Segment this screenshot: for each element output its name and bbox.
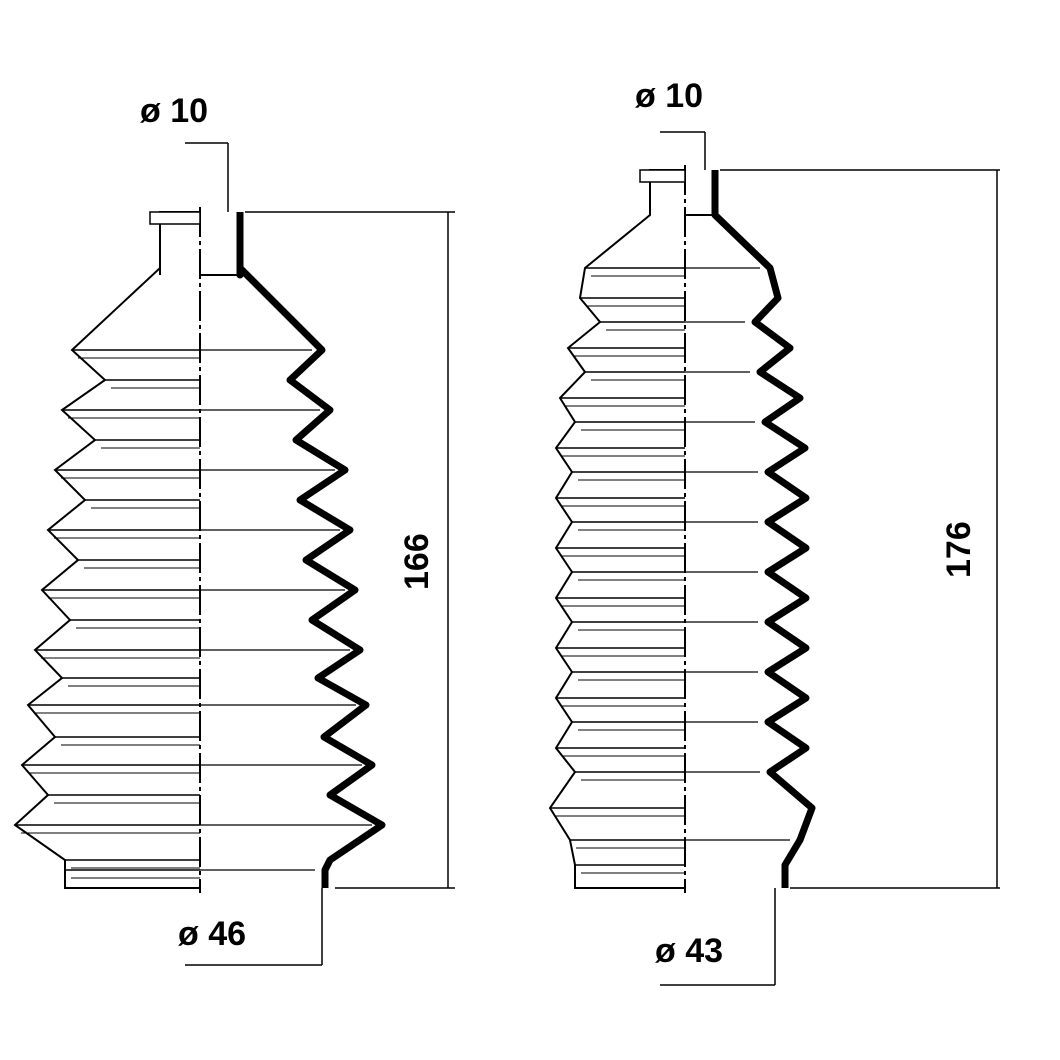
left-top-diameter-label: ø 10: [140, 92, 208, 130]
wall-section: [711, 170, 816, 888]
right-length-label: 176: [940, 521, 978, 578]
top-collar: [149, 211, 201, 225]
left-half-outline: [13, 211, 200, 889]
right-boot: [548, 165, 816, 893]
left-length-label: 166: [398, 533, 436, 590]
left-bottom-diameter-label: ø 46: [178, 915, 246, 953]
right-bottom-diameter-label: ø 43: [655, 932, 723, 970]
left-boot: [13, 207, 386, 893]
wall-section: [236, 212, 386, 888]
top-collar: [639, 169, 686, 183]
dimension-lines: [185, 131, 1000, 986]
right-top-diameter-label: ø 10: [635, 77, 703, 115]
